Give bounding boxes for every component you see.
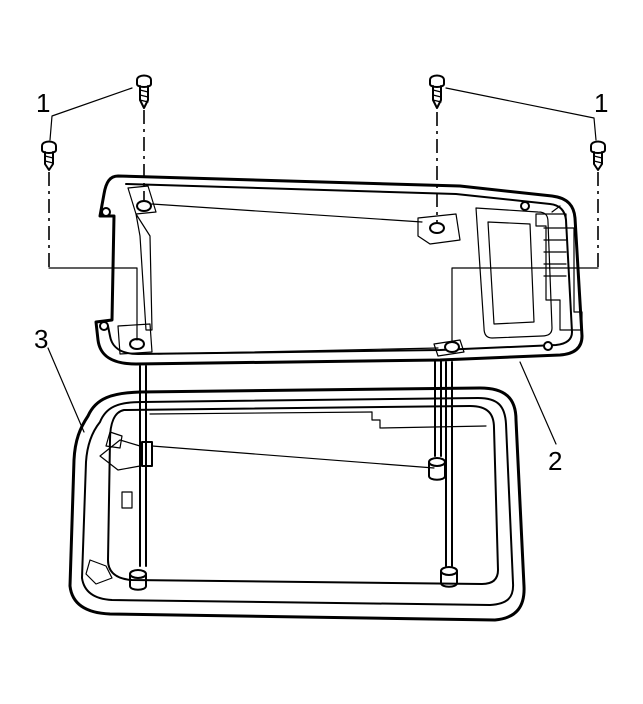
callout-2: 2 bbox=[548, 446, 562, 476]
callout-3: 3 bbox=[34, 324, 48, 354]
screw-top-left bbox=[136, 74, 152, 109]
screw-top-right bbox=[429, 74, 445, 109]
console-module bbox=[94, 174, 584, 366]
leader-lines bbox=[47, 87, 597, 445]
callout-1-left: 1 bbox=[36, 88, 50, 118]
screw-left bbox=[41, 140, 57, 171]
console-housing bbox=[68, 386, 526, 622]
callout-1-right: 1 bbox=[594, 88, 608, 118]
alignment-lines bbox=[48, 110, 599, 567]
screw-right bbox=[590, 140, 606, 171]
